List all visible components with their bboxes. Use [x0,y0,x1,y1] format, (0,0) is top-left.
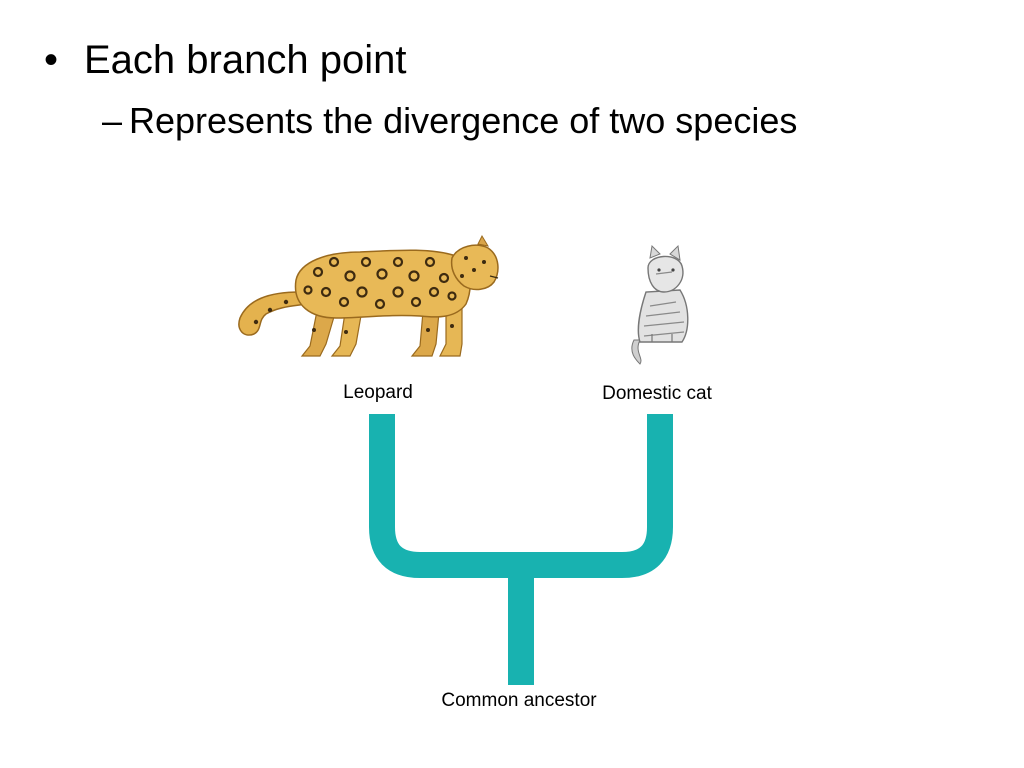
tip-label-domestic-cat: Domestic cat [602,383,713,404]
bullet-subpoint: –Represents the divergence of two specie… [102,98,797,144]
leopard-illustration [238,234,499,357]
bullet-heading: • Each branch point [44,34,406,86]
tip-label-leopard: Leopard [343,382,413,403]
bullet-mark: • [44,38,59,82]
root-label-common-ancestor: Common ancestor [441,690,597,711]
heading-text: Each branch point [84,38,407,82]
tree-root-stem [508,565,534,685]
branch-point [508,553,534,577]
subpoint-text: Represents the divergence of two species [129,100,798,141]
domestic-cat-illustration [631,244,689,365]
tree-branches [369,414,673,578]
subbullet-mark: – [102,100,123,141]
